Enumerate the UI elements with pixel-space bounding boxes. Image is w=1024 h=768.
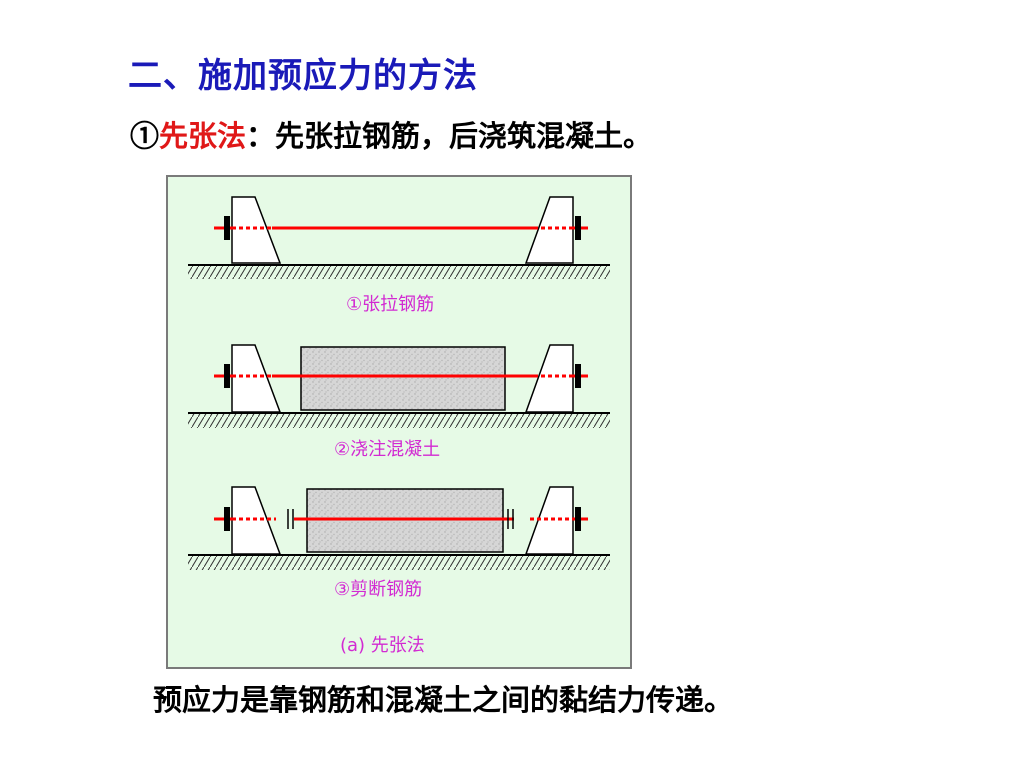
step-2-label: ②浇注混凝土 <box>334 439 441 460</box>
method-marker: ① <box>130 119 160 153</box>
left-anchor <box>224 216 230 240</box>
method-name: 先张法 <box>159 119 247 153</box>
step-2-casting <box>188 344 610 428</box>
left-abutment <box>231 344 282 413</box>
right-abutment <box>524 196 574 264</box>
right-anchor <box>575 507 581 531</box>
diagram-svg <box>188 196 610 570</box>
concrete-beam <box>300 346 506 411</box>
left-anchor <box>224 507 230 531</box>
ground-hatch <box>188 555 610 570</box>
right-abutment <box>524 344 574 413</box>
right-anchor <box>575 216 581 240</box>
method-colon: ： <box>246 119 276 153</box>
method-description: 先张拉钢筋，后浇筑混凝土。 <box>275 119 653 153</box>
method-line: ①先张法：先张拉钢筋，后浇筑混凝土。 <box>130 113 652 155</box>
step-1-label: ①张拉钢筋 <box>346 294 435 315</box>
figure-caption: (a) 先张法 <box>340 635 425 656</box>
pretensioning-diagram: ①张拉钢筋 ②浇注混凝土 ③剪断钢筋 (a) 先张法 <box>166 175 632 669</box>
step-3-cutting <box>188 486 610 570</box>
ground-hatch <box>188 265 610 279</box>
ground-hatch <box>188 413 610 428</box>
left-anchor <box>224 364 230 388</box>
left-abutment <box>231 196 282 264</box>
footer-note: 预应力是靠钢筋和混凝土之间的黏结力传递。 <box>153 683 734 717</box>
step-1-tensioning <box>188 196 610 279</box>
slide-title: 二、施加预应力的方法 <box>128 56 478 96</box>
step-3-label: ③剪断钢筋 <box>334 579 423 600</box>
right-anchor <box>575 364 581 388</box>
